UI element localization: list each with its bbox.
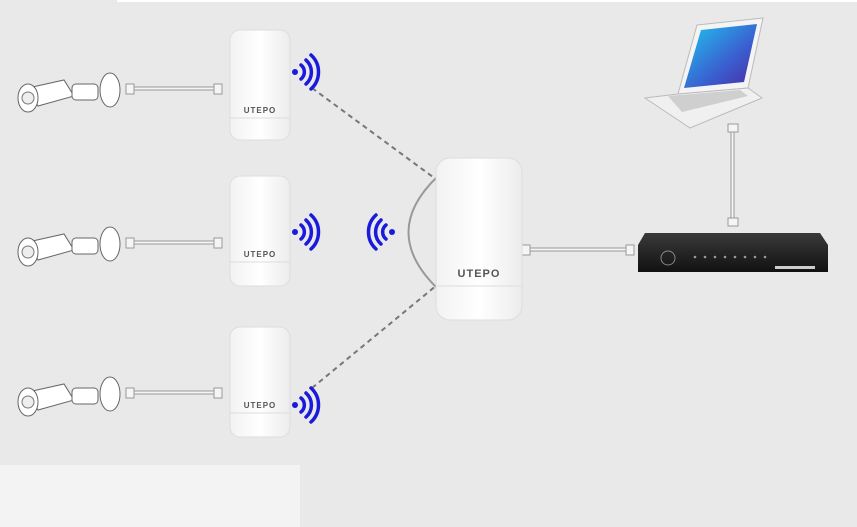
wifi-signal-icon — [290, 53, 321, 91]
cpe-2: UTEPO — [229, 175, 291, 287]
cpe-3: UTEPO — [229, 326, 291, 438]
cpe-brand-label: UTEPO — [244, 250, 277, 259]
nvr-icon — [638, 233, 828, 272]
access-point: UTEPO — [435, 157, 523, 321]
bottom-strip — [0, 465, 300, 527]
cpe-brand-label: UTEPO — [244, 401, 277, 410]
wireless-link-3 — [311, 284, 438, 389]
top-strip — [117, 0, 857, 2]
laptop-icon — [643, 17, 764, 129]
ap-brand-label: UTEPO — [458, 268, 501, 280]
ip-camera-2-icon — [17, 226, 121, 267]
ip-camera-1-icon — [17, 72, 121, 113]
wifi-signal-icon — [366, 213, 397, 251]
cpe-brand-label: UTEPO — [244, 106, 277, 115]
cpe-1: UTEPO — [229, 29, 291, 141]
wifi-signal-icon — [290, 386, 321, 424]
wireless-link-1 — [311, 87, 438, 181]
coverage-arc — [407, 176, 438, 289]
ethernet-cable-icon — [125, 83, 739, 399]
wifi-signal-icon — [290, 213, 321, 251]
ip-camera-3-icon — [17, 376, 121, 417]
